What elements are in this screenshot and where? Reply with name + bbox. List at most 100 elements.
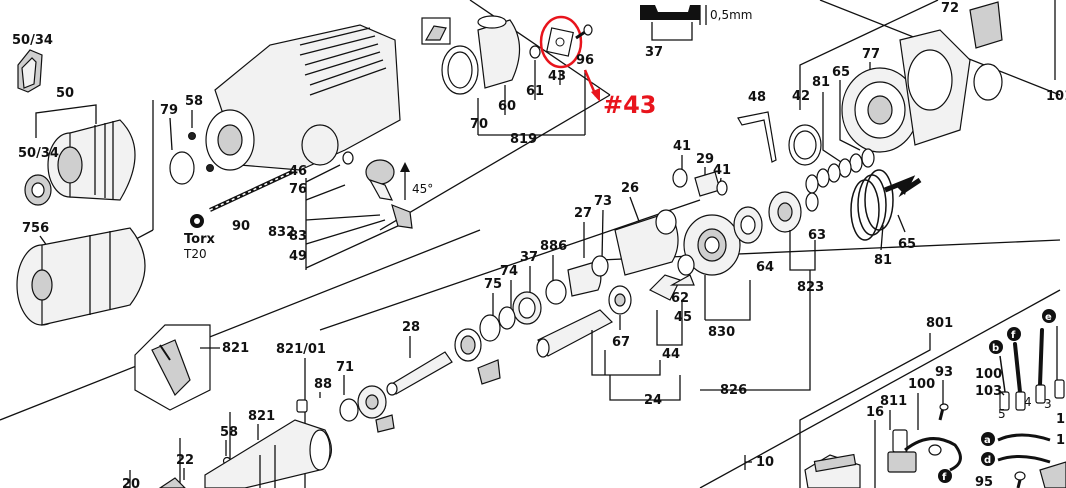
label-77: 77 bbox=[862, 47, 880, 62]
ball-58b bbox=[206, 164, 214, 172]
label-821-01: 821/01 bbox=[276, 342, 326, 357]
label-28: 28 bbox=[402, 320, 420, 335]
spring-stack bbox=[805, 148, 875, 194]
label-103: 103 bbox=[975, 384, 1002, 399]
ring-large-lower bbox=[454, 328, 501, 385]
ring-72 bbox=[973, 63, 1003, 101]
ring-41a bbox=[672, 168, 688, 188]
label-65-bottom: 65 bbox=[898, 237, 916, 252]
plate-43 bbox=[546, 27, 574, 57]
shaft-gear bbox=[536, 309, 613, 358]
label-819: 819 bbox=[510, 132, 537, 147]
ring-74 bbox=[498, 306, 516, 330]
wire-d bbox=[997, 455, 1051, 464]
ball-58 bbox=[188, 132, 196, 140]
label-16: 16 bbox=[866, 405, 884, 420]
label-74: 74 bbox=[500, 264, 518, 279]
svg-text:d: d bbox=[984, 455, 991, 466]
screw-93 bbox=[938, 403, 949, 421]
label-88: 88 bbox=[314, 377, 332, 392]
gear-64 bbox=[768, 191, 802, 233]
bearing-housing-77 bbox=[841, 29, 971, 153]
keyless-chuck bbox=[47, 119, 136, 201]
label-830: 830 bbox=[708, 325, 735, 340]
label-73: 73 bbox=[594, 194, 612, 209]
callout-43: #43 bbox=[603, 91, 657, 119]
label-100-center: 100 bbox=[908, 377, 935, 392]
switch-block-top bbox=[969, 1, 1003, 49]
label-72: 72 bbox=[941, 1, 959, 16]
label-41-b: 41 bbox=[713, 163, 731, 178]
housing-corner bbox=[1039, 461, 1066, 488]
guide-71 bbox=[339, 385, 395, 433]
screw-96 bbox=[575, 24, 593, 40]
label-101: 101 bbox=[1046, 89, 1066, 104]
svg-text:b: b bbox=[992, 343, 999, 354]
label-41-a: 41 bbox=[673, 139, 691, 154]
label-42: 42 bbox=[792, 89, 810, 104]
label-63: 63 bbox=[808, 228, 826, 243]
label-t20: T20 bbox=[183, 247, 207, 261]
cable-marker-f: f bbox=[1007, 327, 1021, 341]
o-ring-79 bbox=[169, 151, 195, 185]
ring-70 bbox=[441, 45, 479, 95]
cable-marker-b: b bbox=[989, 340, 1003, 354]
label-45-part: 45 bbox=[674, 310, 692, 325]
svg-text:e: e bbox=[1045, 312, 1052, 323]
label-37-top: 37 bbox=[645, 45, 663, 60]
svg-text:f: f bbox=[1011, 330, 1016, 341]
label-1-lower: 1 bbox=[1056, 433, 1065, 448]
label-76: 76 bbox=[289, 182, 307, 197]
label-0-5mm: 0,5mm bbox=[710, 8, 752, 22]
label-811: 811 bbox=[880, 394, 907, 409]
label-100-right: 100 bbox=[975, 367, 1002, 382]
label-58-top: 58 bbox=[185, 94, 203, 109]
chuck-nut bbox=[24, 174, 52, 206]
label-71: 71 bbox=[336, 360, 354, 375]
label-27: 27 bbox=[574, 206, 592, 221]
label-70: 70 bbox=[470, 117, 488, 132]
marker-f-lower bbox=[938, 469, 952, 483]
label-67: 67 bbox=[612, 335, 630, 350]
pin-29 bbox=[694, 171, 721, 197]
label-96: 96 bbox=[576, 53, 594, 68]
sleeve-60 bbox=[477, 15, 521, 89]
wire-loop bbox=[904, 437, 962, 472]
wire-a bbox=[997, 433, 1051, 442]
label-n4: 4 bbox=[1024, 395, 1032, 409]
label-64: 64 bbox=[756, 260, 774, 275]
label-43: 43 bbox=[548, 69, 566, 84]
label-46: 46 bbox=[289, 164, 307, 179]
label-81-bottom: 81 bbox=[874, 253, 892, 268]
label-58-bottom: 58 bbox=[220, 425, 238, 440]
cable-marker-a: a bbox=[981, 432, 995, 446]
label-821-lower: 821 bbox=[248, 409, 275, 424]
cable-marker-e: e bbox=[1042, 309, 1056, 323]
switch-unit bbox=[804, 453, 861, 488]
spring-detail-37 bbox=[640, 5, 707, 25]
label-832: 832 bbox=[268, 225, 295, 240]
selector-knob bbox=[365, 159, 413, 229]
screw-95 bbox=[1014, 471, 1026, 488]
ring-61 bbox=[529, 45, 541, 59]
wire-f bbox=[1013, 342, 1022, 394]
label-95: 95 bbox=[975, 475, 993, 488]
cable-marker-d: d bbox=[981, 452, 995, 466]
label-93: 93 bbox=[935, 365, 953, 380]
label-65-top: 65 bbox=[832, 65, 850, 80]
spindle-28 bbox=[386, 351, 453, 396]
label-10: 10 bbox=[756, 455, 774, 470]
label-821-box: 821 bbox=[222, 341, 249, 356]
brush-holder-811 bbox=[887, 429, 917, 473]
label-50-34-top: 50/34 bbox=[12, 33, 53, 48]
label-1-upper: 1 bbox=[1056, 412, 1065, 427]
label-81-top: 81 bbox=[812, 75, 830, 90]
label-60: 60 bbox=[498, 99, 516, 114]
striker-27 bbox=[567, 255, 609, 297]
svg-text:a: a bbox=[984, 435, 991, 446]
label-22: 22 bbox=[176, 453, 194, 468]
label-torx: Torx bbox=[184, 232, 215, 247]
label-29: 29 bbox=[696, 152, 714, 167]
label-n5: 5 bbox=[998, 407, 1006, 421]
label-49: 49 bbox=[289, 249, 307, 264]
